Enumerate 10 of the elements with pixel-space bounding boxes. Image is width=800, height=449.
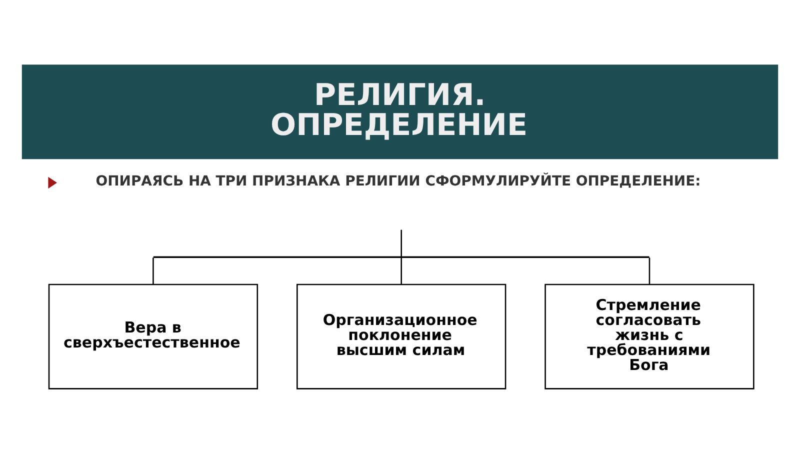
connector: [400, 230, 402, 257]
diagram-title: РЕЛИГИЯ. ОПРЕДЕЛЕНИЕ: [270, 78, 528, 143]
connector: [400, 258, 402, 284]
connector: [152, 258, 154, 284]
label: ОПИРАЯСЬ НА ТРИ ПРИЗНАКА РЕЛИГИИ СФОРМУЛИРУЙТЕ ОПРЕДЕЛЕНИЕ:: [96, 173, 701, 190]
node-box: Стремление согласовать жизнь с требованиями Бога: [544, 284, 754, 390]
connector: [648, 258, 650, 284]
node-bar: [153, 256, 650, 258]
node-box: Организационное поклонение высшим силам: [296, 284, 506, 390]
node-box: Вера в сверхъестественное: [48, 284, 258, 390]
